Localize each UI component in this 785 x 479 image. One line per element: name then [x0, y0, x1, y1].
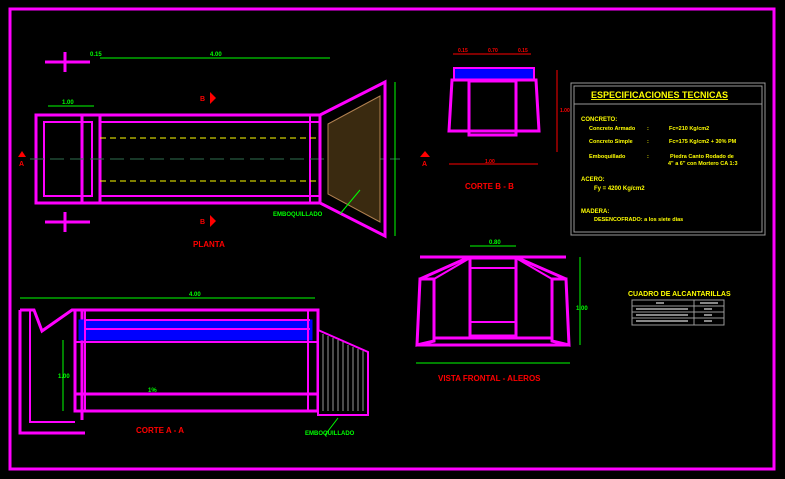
front-view: 0.80 1.00 VISTA FRONTAL - ALEROS [415, 240, 588, 383]
specs-madera-heading: MADERA: [581, 209, 609, 215]
dim-vf-top: 0.80 [489, 240, 501, 246]
dim-bb-top-left: 0.15 [458, 48, 468, 54]
slope-label: 1% [148, 388, 157, 394]
culvert-table: CUADRO DE ALCANTARILLAS [628, 291, 731, 326]
dim-plan-wall: 0.15 [90, 52, 102, 58]
plan-title: PLANTA [193, 240, 225, 249]
spec-label: Emboquillado [589, 154, 626, 160]
spec-value: 4" a 6" con Mortero CA 1:3 [668, 161, 738, 167]
section-b-marker-bottom [210, 215, 216, 227]
stone-fill [327, 95, 381, 223]
specifications-box: ESPECIFICACIONES TECNICAS CONCRETO: Conc… [570, 82, 766, 236]
section-b-label: B [200, 96, 205, 103]
section-b-label: B [200, 219, 205, 226]
dim-plan-length: 4.00 [210, 52, 222, 58]
section-a-label: A [19, 161, 24, 168]
section-bb-title: CORTE B - B [465, 182, 514, 191]
spec-label: Concreto Armado [589, 126, 636, 132]
spec-value: Piedra Canto Rodado de [670, 154, 734, 160]
specs-concreto-heading: CONCRETO: [581, 117, 617, 123]
spec-value: Fc=210 Kg/cm2 [669, 126, 709, 132]
apron-hatch [322, 334, 364, 411]
emboquillado-label: EMBOQUILLADO [273, 212, 323, 218]
spec-sep: : [647, 139, 649, 145]
section-bb: 0.15 0.70 0.15 1.00 1.00 A CORTE B - B [420, 48, 570, 191]
section-a-label: A [422, 161, 427, 168]
dim-bb-height: 1.00 [560, 108, 570, 114]
dim-bb-base: 1.00 [485, 159, 495, 165]
spec-value: Fc=175 Kg/cm2 + 30% PM [669, 139, 737, 145]
spec-label: Concreto Simple [589, 139, 633, 145]
emboquillado-label: EMBOQUILLADO [305, 431, 355, 437]
section-a-marker [420, 151, 430, 157]
spec-sep: : [647, 126, 649, 132]
section-a-marker [18, 151, 26, 157]
specs-title: ESPECIFICACIONES TECNICAS [591, 90, 728, 100]
dim-aa-length: 4.00 [189, 292, 201, 298]
culvert-table-title: CUADRO DE ALCANTARILLAS [628, 291, 731, 298]
section-aa-title: CORTE A - A [136, 426, 184, 435]
dim-bb-top-right: 0.15 [518, 48, 528, 54]
specs-madera-value: DESENCOFRADO: a los siete dias [594, 217, 683, 223]
section-aa: 4.00 1.00 1% EMBOQUILLADO CORTE A - A [18, 292, 369, 437]
specs-acero-value: Fy = 4200 Kg/cm2 [594, 186, 645, 192]
spec-sep: : [647, 154, 649, 160]
specs-acero-heading: ACERO: [581, 177, 605, 183]
dim-bb-top-mid: 0.70 [488, 48, 498, 54]
dim-plan-head: 1.00 [62, 100, 74, 106]
dim-aa-height: 1.00 [58, 374, 70, 380]
section-b-marker-top [210, 92, 216, 104]
plan-view: 4.00 0.15 1.00 B B A EMBOQUILLADO PLANTA [18, 52, 400, 249]
sheet-border [8, 7, 776, 471]
dim-vf-height: 1.00 [576, 306, 588, 312]
front-view-title: VISTA FRONTAL - ALEROS [438, 374, 541, 383]
